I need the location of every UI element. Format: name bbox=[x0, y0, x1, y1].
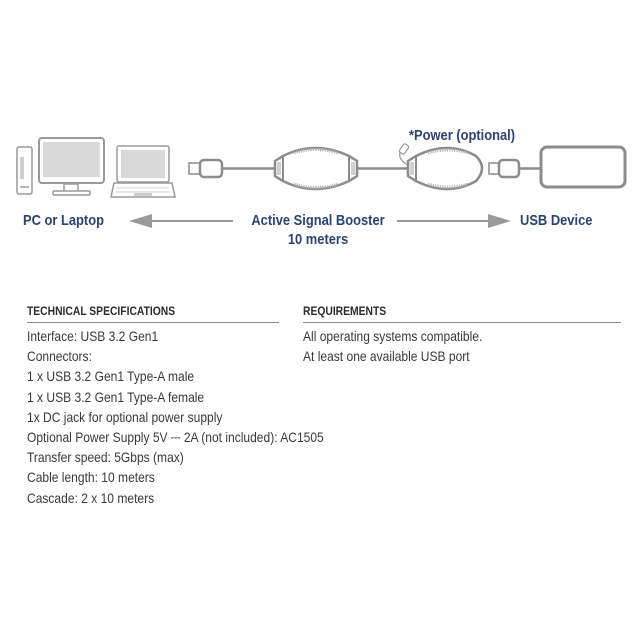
spec-item: Transfer speed: 5Gbps (max) bbox=[27, 449, 184, 466]
section-title: TECHNICAL SPECIFICATIONS bbox=[27, 304, 176, 318]
technical-specifications-section: TECHNICAL SPECIFICATIONS Interface: USB … bbox=[27, 304, 324, 508]
spec-item: Interface: USB 3.2 Gen1 bbox=[27, 328, 159, 344]
monitor-icon bbox=[38, 137, 105, 196]
usb-device-label: USB Device bbox=[520, 212, 593, 229]
usb-a-female-plug-icon bbox=[488, 158, 521, 179]
arrow-left-icon bbox=[129, 214, 233, 228]
requirement-item: At least one available USB port bbox=[303, 348, 470, 365]
power-optional-label: *Power (optional) bbox=[409, 127, 516, 144]
connection-diagram: *Power (optional) PC or Laptop Active Si… bbox=[0, 0, 640, 280]
usb-device-icon bbox=[539, 145, 627, 189]
divider bbox=[303, 322, 621, 323]
signal-booster-icon bbox=[273, 146, 359, 191]
laptop-icon bbox=[110, 145, 176, 198]
booster-length-label: 10 meters bbox=[287, 231, 349, 248]
booster-label: Active Signal Booster bbox=[251, 212, 385, 229]
power-jack-icon bbox=[398, 143, 410, 166]
spec-item: Cascade: 2 x 10 meters bbox=[27, 489, 155, 506]
spec-item: Optional Power Supply 5V ⎓ 2A (not inclu… bbox=[27, 428, 324, 445]
spec-item: Cable length: 10 meters bbox=[27, 469, 155, 486]
arrow-right-icon bbox=[397, 214, 511, 228]
desktop-tower-icon bbox=[16, 146, 33, 195]
usb-a-male-plug-icon bbox=[188, 158, 224, 179]
divider bbox=[27, 322, 279, 323]
spec-item: Connectors: bbox=[27, 348, 92, 365]
spec-item: 1 x USB 3.2 Gen1 Type-A female bbox=[27, 388, 205, 405]
section-title: REQUIREMENTS bbox=[303, 304, 387, 318]
spec-item: 1x DC jack for optional power supply bbox=[27, 408, 223, 425]
spec-item: 1 x USB 3.2 Gen1 Type-A male bbox=[27, 368, 195, 385]
powered-booster-icon bbox=[406, 146, 484, 191]
requirements-section: REQUIREMENTS All operating systems compa… bbox=[303, 304, 621, 366]
requirement-item: All operating systems compatible. bbox=[303, 328, 483, 344]
pc-or-laptop-label: PC or Laptop bbox=[23, 212, 104, 229]
